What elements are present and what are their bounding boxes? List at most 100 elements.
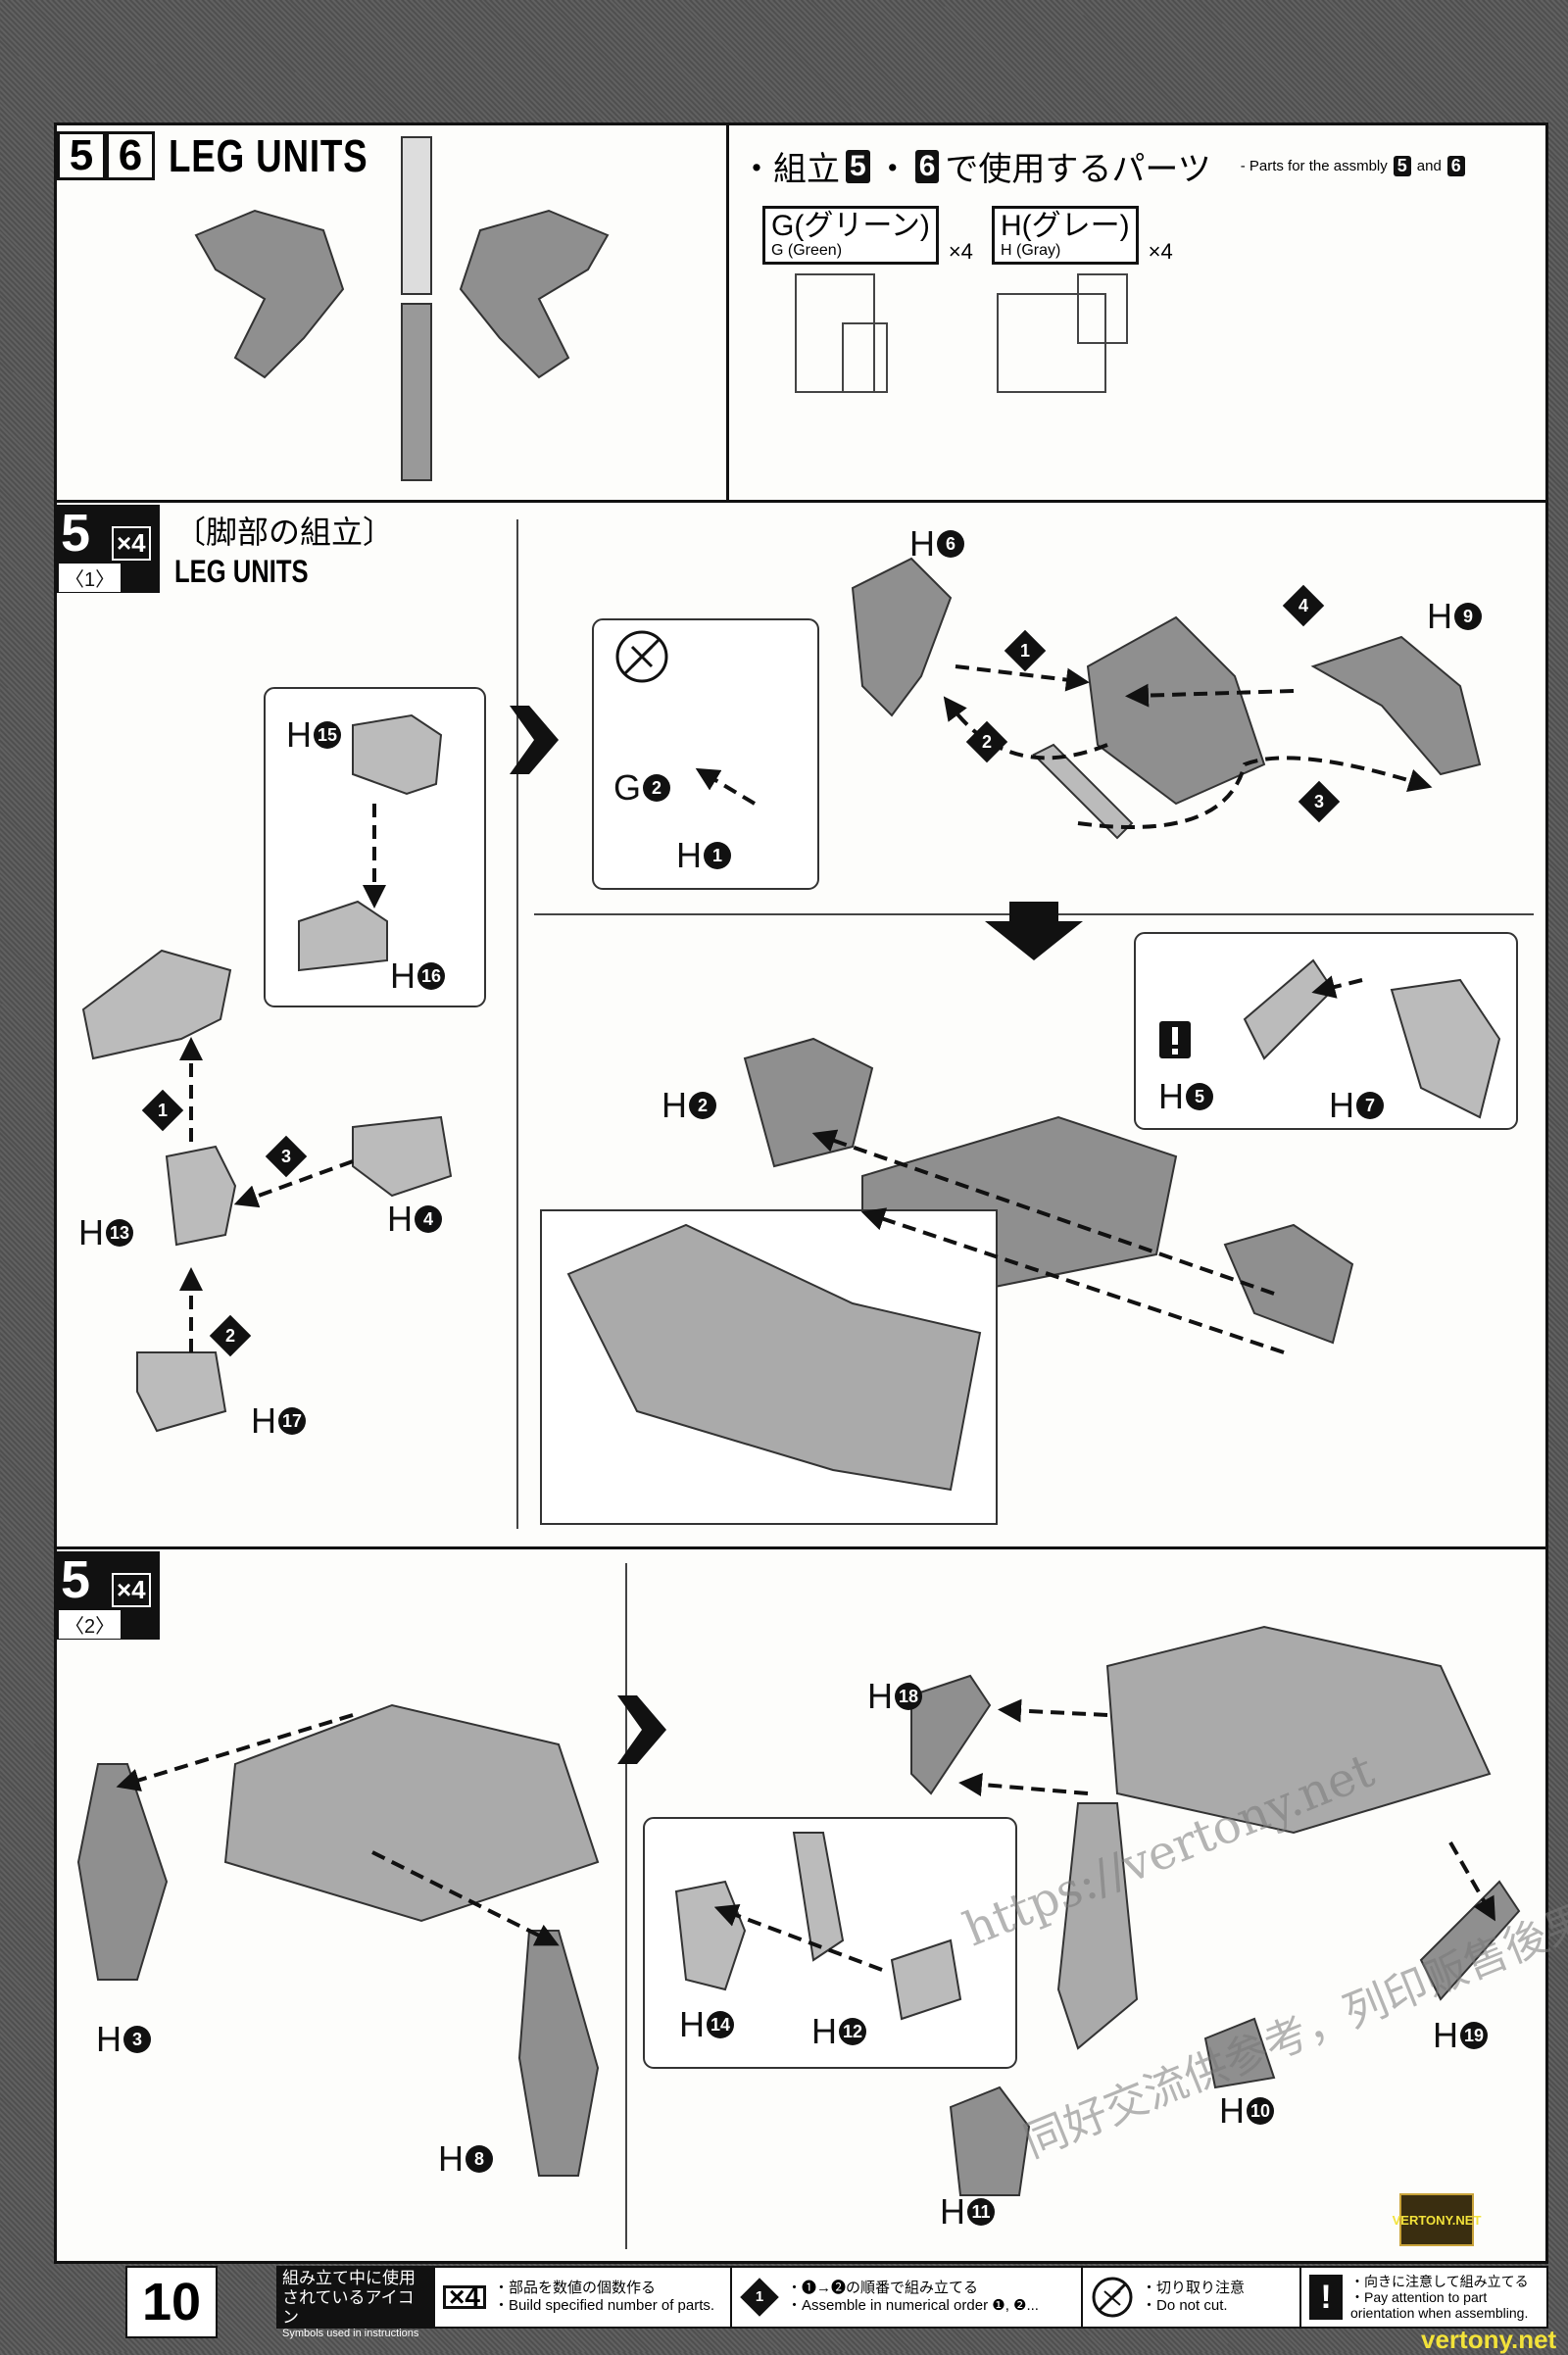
part-h3 bbox=[76, 1763, 169, 1981]
part-h2 bbox=[743, 1037, 874, 1168]
divider bbox=[54, 500, 1548, 503]
x4-icon: ×4 bbox=[112, 1573, 151, 1607]
assembly-arrow bbox=[958, 1773, 1089, 1796]
divider bbox=[625, 1563, 627, 2249]
assembly-arrow bbox=[955, 664, 1090, 692]
part-result bbox=[566, 1223, 982, 1492]
part-h17 bbox=[136, 1351, 227, 1433]
x4-icon: ×4 bbox=[112, 526, 151, 561]
legend-item: ×4 ・部品を数値の個数作る・Build specified number of… bbox=[435, 2268, 732, 2327]
part-arm bbox=[792, 1832, 845, 1962]
vertony-logo: VERTONY.NET bbox=[1393, 2193, 1481, 2246]
order-mark-4: 4 bbox=[1282, 584, 1325, 627]
part-h11 bbox=[949, 2085, 1031, 2196]
next-arrow-icon bbox=[985, 902, 1083, 960]
order-mark-3: 3 bbox=[265, 1135, 308, 1178]
do-not-cut-icon bbox=[615, 630, 668, 683]
step-5-1-badge: 5 〈1〉 ×4 bbox=[57, 504, 160, 593]
divider bbox=[516, 519, 518, 1529]
step-title-en: LEG UNITS bbox=[174, 554, 309, 589]
assembly-arrow bbox=[1448, 1841, 1495, 1922]
step-badge: 6 bbox=[914, 149, 940, 183]
part-h15 bbox=[352, 713, 443, 796]
part-body2 bbox=[1105, 1625, 1492, 1835]
legend-item: ! ・向きに注意して組み立てる・Pay attention to part or… bbox=[1301, 2268, 1546, 2327]
legend-title: 組み立て中に使用されているアイコン Symbols used in instru… bbox=[276, 2266, 433, 2339]
do-not-cut-icon bbox=[1092, 2277, 1133, 2318]
heading-text: ・組立 bbox=[740, 151, 840, 188]
assembly-arrow bbox=[713, 1903, 883, 1972]
legend-en: ・Assemble in numerical order ❶, ❷... bbox=[787, 2297, 1039, 2314]
runner-g-sprue bbox=[842, 322, 888, 393]
assembly-arrow bbox=[1077, 756, 1433, 829]
heading-text: で使用するパーツ bbox=[945, 151, 1211, 188]
part-h10 bbox=[1203, 2017, 1276, 2089]
leg-preview bbox=[401, 136, 432, 295]
step-sub: 〈2〉 bbox=[59, 1610, 122, 1639]
runner-qty: ×4 bbox=[948, 239, 973, 264]
divider bbox=[54, 1546, 1548, 1549]
step-badge: 5 bbox=[1393, 156, 1411, 176]
legend-en: ・Build specified number of parts. bbox=[493, 2297, 715, 2314]
runner-g-sprue bbox=[795, 273, 875, 393]
order-mark-2: 2 bbox=[965, 720, 1008, 763]
step-5-2-badge: 5 〈2〉 ×4 bbox=[57, 1550, 160, 1640]
assembly-arrow bbox=[371, 1850, 560, 1946]
step-title-jp: 〔脚部の組立〕 bbox=[174, 515, 395, 550]
step-badge: 5 bbox=[846, 149, 870, 183]
leg-preview bbox=[401, 303, 432, 481]
part-leg-body bbox=[223, 1703, 600, 1923]
assembly-arrow bbox=[1125, 683, 1295, 708]
order-mark-1: 1 bbox=[141, 1089, 184, 1132]
part-h4 bbox=[352, 1115, 453, 1198]
legend-bar: ×4 ・部品を数値の個数作る・Build specified number of… bbox=[433, 2266, 1548, 2329]
part-h7-detail bbox=[1390, 978, 1501, 1119]
part-h12 bbox=[890, 1938, 962, 2021]
part-center bbox=[1086, 615, 1266, 806]
order-mark-3: 3 bbox=[1298, 780, 1341, 823]
runner-name: G(グリーン) bbox=[771, 210, 930, 242]
order-mark-1: 1 bbox=[1004, 629, 1047, 672]
step-number: 5 bbox=[57, 131, 106, 180]
runner-qty: ×4 bbox=[1148, 239, 1173, 264]
part-h9 bbox=[1310, 635, 1482, 776]
runner-h-sprue bbox=[1077, 273, 1128, 344]
legend-item: 1 ・❶→❷の順番で組み立てる・Assemble in numerical or… bbox=[732, 2268, 1083, 2327]
assembly-arrow bbox=[943, 696, 1108, 760]
next-arrow-icon bbox=[617, 1695, 666, 1764]
leg-preview bbox=[194, 209, 345, 379]
assembly-arrow bbox=[860, 1207, 1285, 1354]
step-sub: 〈1〉 bbox=[59, 564, 122, 592]
page-number: 10 bbox=[125, 2266, 218, 2338]
part-h7 bbox=[1223, 1223, 1354, 1345]
part-h18 bbox=[910, 1674, 992, 1795]
legend-jp: ・❶→❷の順番で組み立てる bbox=[787, 2280, 979, 2296]
part-h1 bbox=[1032, 743, 1134, 840]
order-mark-2: 2 bbox=[209, 1314, 252, 1357]
assembly-arrow bbox=[233, 1159, 354, 1208]
legend-jp: ・向きに注意して組み立てる bbox=[1350, 2274, 1529, 2289]
assembly-arrow bbox=[811, 1129, 1275, 1296]
legend-item: ・切り取り注意・Do not cut. bbox=[1083, 2268, 1301, 2327]
legend-jp: ・部品を数値の個数作る bbox=[493, 2280, 656, 2296]
legend-title-en: Symbols used in instructions bbox=[282, 2328, 419, 2339]
assembly-arrow bbox=[695, 767, 757, 806]
assembly-arrow bbox=[998, 1698, 1108, 1723]
parts-heading: ・組立 5 ・ 6 で使用するパーツ - Parts for the assmb… bbox=[740, 142, 1465, 190]
